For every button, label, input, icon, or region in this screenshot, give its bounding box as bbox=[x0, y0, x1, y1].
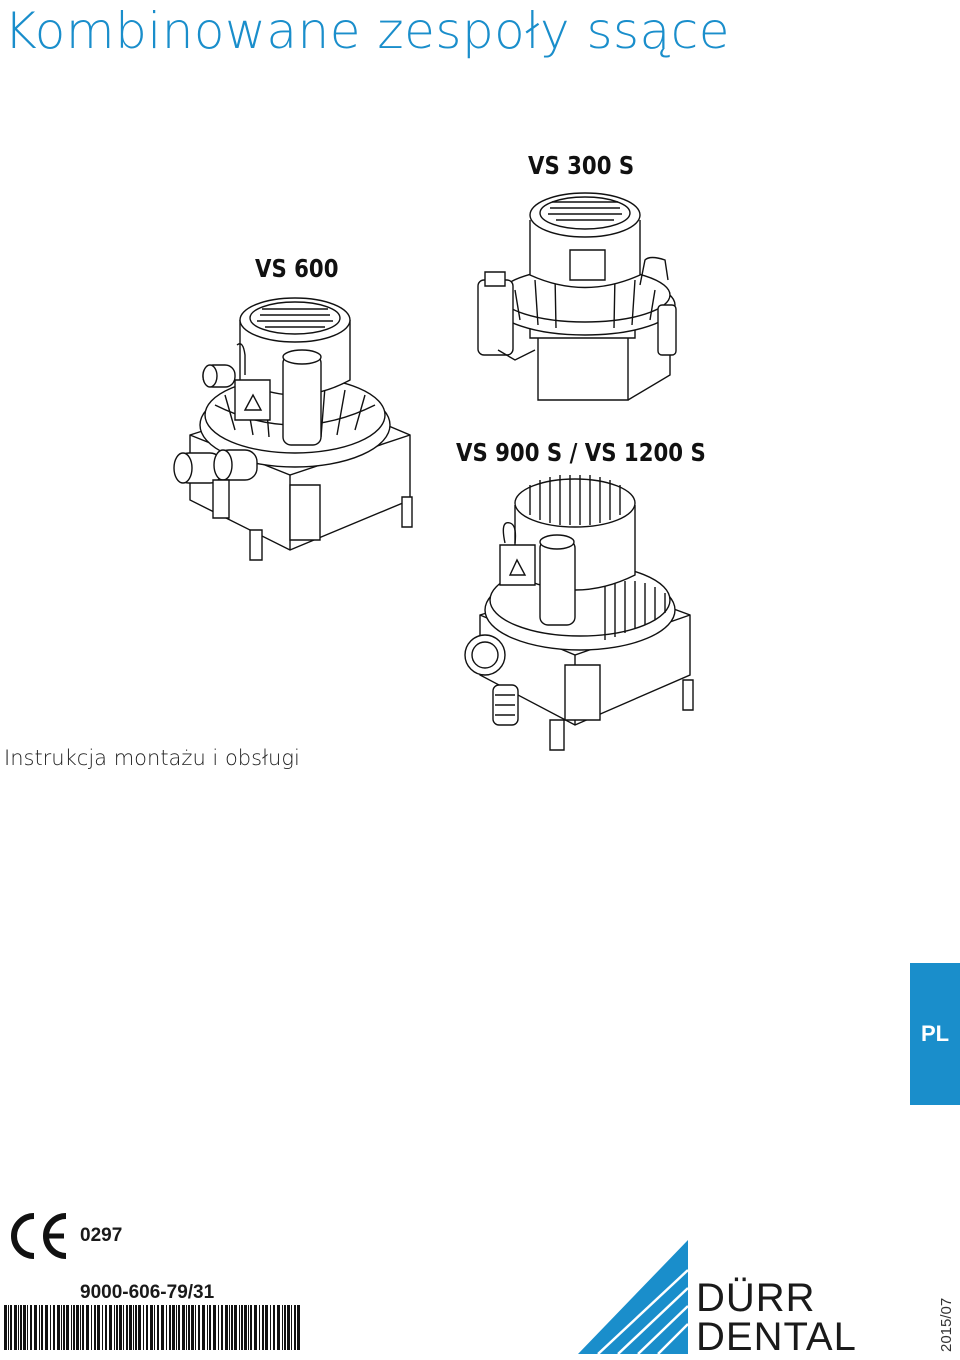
language-tab: PL bbox=[910, 963, 960, 1105]
notified-body-number: 0297 bbox=[80, 1225, 123, 1246]
barcode-icon bbox=[4, 1305, 300, 1350]
brand-name-line1: DÜRR bbox=[696, 1276, 816, 1320]
document-title: Kombinowane zespoły ssące bbox=[4, 2, 730, 60]
vs900s-vs1200s-unit-illustration bbox=[455, 465, 700, 755]
language-code: PL bbox=[920, 1021, 950, 1046]
vs300s-unit-illustration bbox=[470, 180, 685, 405]
document-subtitle: Instrukcja montażu i obsługi bbox=[4, 746, 300, 770]
model-label-vs600: VS 600 bbox=[255, 254, 339, 283]
ce-mark-icon bbox=[11, 1213, 67, 1259]
model-label-vs300s: VS 300 S bbox=[528, 151, 635, 180]
vs600-unit-illustration bbox=[165, 285, 420, 570]
model-label-vs900-vs1200: VS 900 S / VS 1200 S bbox=[456, 438, 706, 467]
document-number: 9000-606-79/31 bbox=[80, 1282, 215, 1303]
brand-name-line2: DENTAL bbox=[696, 1315, 857, 1359]
durr-dental-logo-icon bbox=[578, 1240, 689, 1354]
edition-date: 2015/07 bbox=[938, 1297, 955, 1352]
